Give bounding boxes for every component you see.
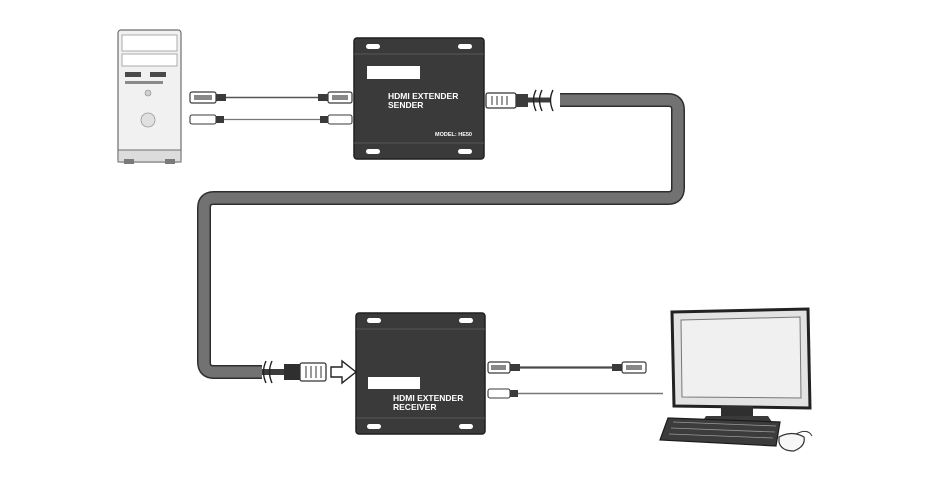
desktop-pc-tower (117, 29, 182, 164)
keyboard (659, 417, 781, 447)
mouse (778, 430, 813, 452)
hdmi-extender-receiver-box: HDMI EXTENDER RECEIVER (355, 312, 486, 435)
cat-cable-route (197, 93, 685, 379)
receiver-to-monitor-cables (487, 361, 663, 399)
pc-to-sender-cables (189, 91, 353, 125)
hdmi-extender-sender-box: HDMI EXTENDER SENDER MODEL: HE50 (353, 37, 485, 160)
sender-title-line2: SENDER (388, 100, 423, 110)
rj45-connector-receiver (262, 360, 327, 384)
arrow-right-icon (330, 359, 358, 385)
sender-model-label: MODEL: HE50 (435, 132, 472, 138)
lcd-monitor (670, 307, 812, 422)
rj45-connector-sender (485, 89, 554, 112)
receiver-title-line2: RECEIVER (393, 402, 436, 412)
receiver-title-line1: HDMI EXTENDER (393, 393, 463, 403)
sender-title-line1: HDMI EXTENDER (388, 91, 458, 101)
